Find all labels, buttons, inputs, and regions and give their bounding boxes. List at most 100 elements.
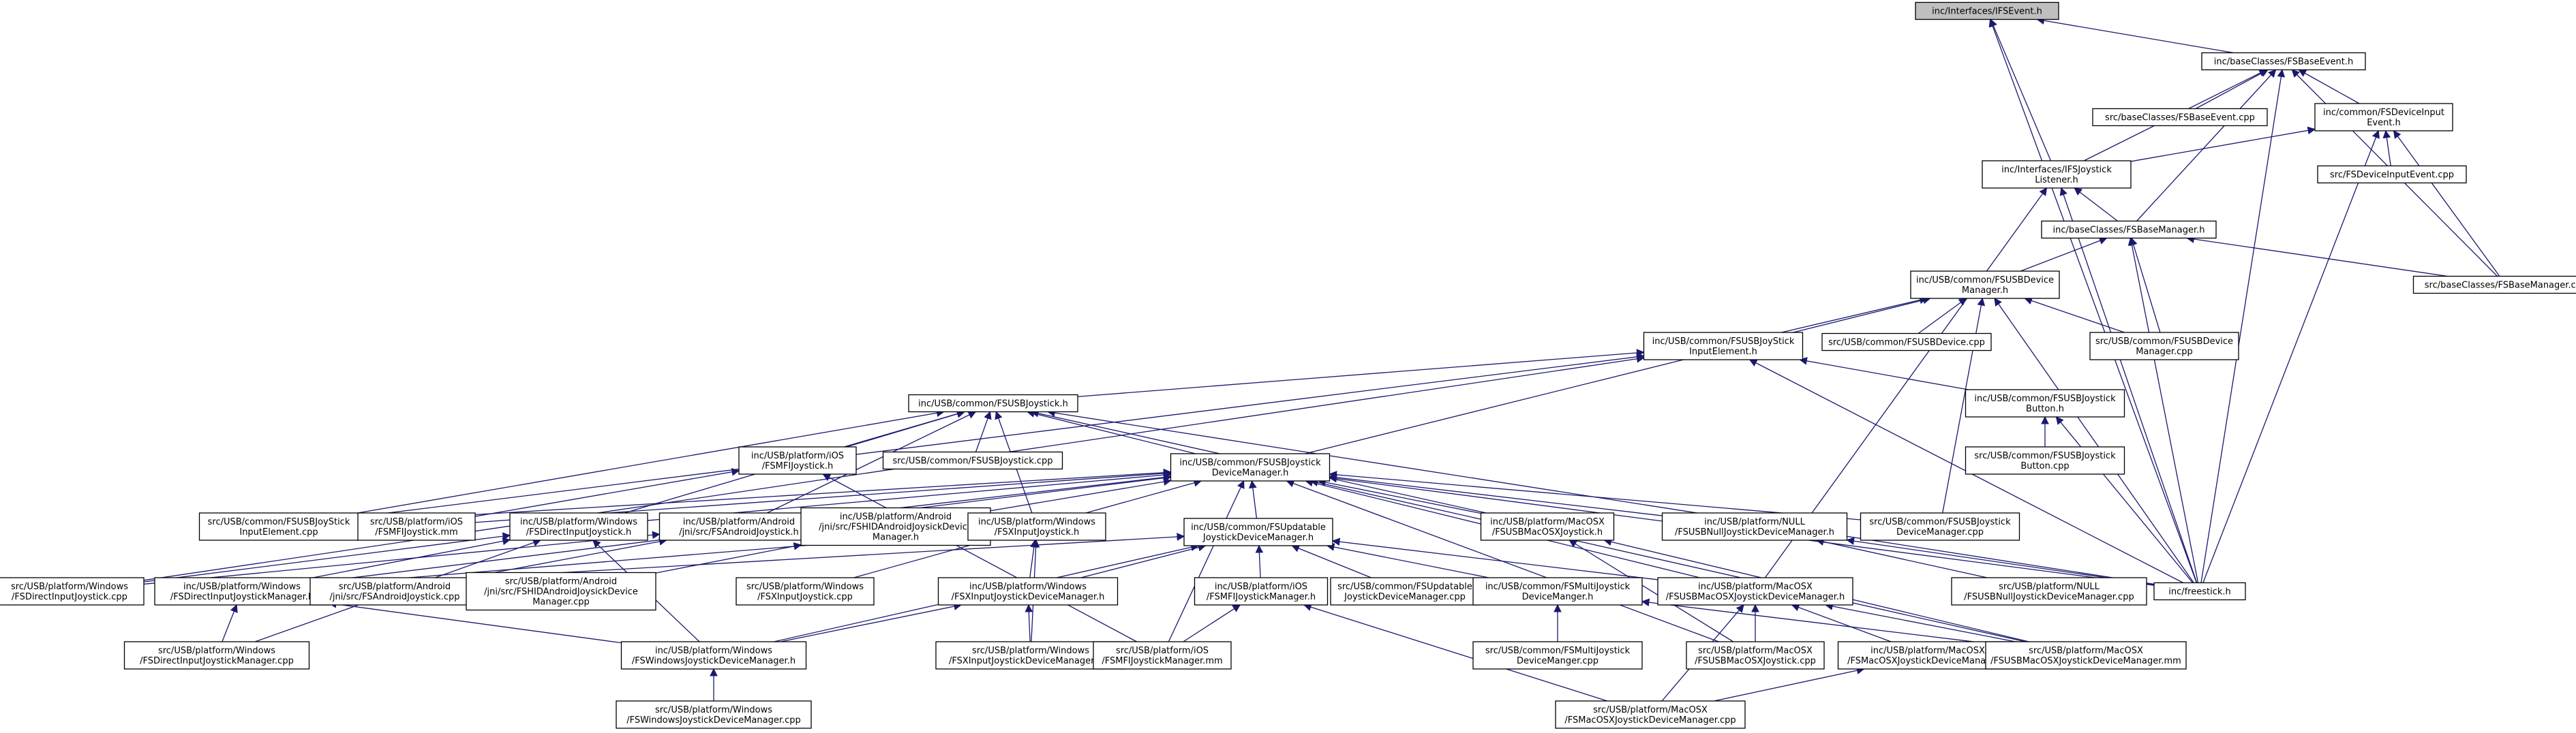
node-box [2041, 220, 2217, 239]
graph-node-n21[interactable]: inc/USB/platform/Windows/FSDirectInputJo… [509, 512, 648, 541]
graph-node-n10[interactable]: inc/USB/common/FSUSBJoyStickInputElement… [1643, 332, 1804, 360]
graph-node-n31[interactable]: src/USB/platform/Android/jni/src/FSAndro… [309, 577, 480, 606]
node-label-line: inc/USB/common/FSMultiJoystick [1485, 582, 1631, 592]
edge-n7-n40 [2127, 237, 2199, 583]
graph-node-n49[interactable]: src/USB/platform/Windows/FSWindowsJoysti… [616, 700, 812, 729]
graph-node-n24[interactable]: inc/USB/platform/Windows/FSXInputJoystic… [967, 512, 1106, 541]
graph-node-n6[interactable]: src/FSDeviceInputEvent.cpp [2317, 165, 2467, 184]
node-label-line: src/USB/platform/Windows [655, 705, 772, 715]
graph-node-n33[interactable]: src/USB/platform/Windows/FSXInputJoystic… [736, 577, 875, 606]
node-label-line: inc/USB/common/FSUSBJoystick [1974, 394, 2116, 404]
graph-node-n13[interactable]: inc/USB/common/FSUSBJoystick.h [908, 394, 1078, 413]
node-label-line: src/USB/common/FSUSBJoyStick [208, 517, 350, 527]
graph-node-n25[interactable]: inc/USB/common/FSUpdatableJoystickDevice… [1183, 518, 1333, 546]
graph-node-n46[interactable]: src/USB/platform/MacOSX/FSUSBMacOSXJoyst… [1686, 641, 1825, 670]
graph-node-n16[interactable]: src/USB/common/FSUSBJoystick.cpp [882, 451, 1063, 470]
edge-n25-n35 [1255, 544, 1264, 578]
graph-node-n17[interactable]: inc/USB/common/FSUSBJoystickDeviceManage… [1170, 453, 1331, 482]
edge-n21-n29 [143, 532, 511, 582]
node-box [1982, 160, 2132, 189]
graph-node-n45[interactable]: src/USB/common/FSMultiJoystickDeviceMang… [1472, 641, 1643, 670]
graph-node-n37[interactable]: inc/USB/common/FSMultiJoystickDeviceMang… [1472, 577, 1643, 606]
edge-n2-n7 [2136, 69, 2277, 221]
graph-node-n22[interactable]: inc/USB/platform/Android/jni/src/FSAndro… [658, 512, 819, 541]
edge-n13-n17 [1026, 409, 1196, 454]
graph-node-n4[interactable]: inc/common/FSDeviceInputEvent.h [2314, 103, 2453, 131]
node-label-line: src/USB/platform/Windows [746, 582, 864, 592]
node-box [937, 577, 1119, 606]
graph-node-n39[interactable]: src/USB/platform/NULL/FSUSBNullJoystickD… [1951, 577, 2147, 606]
node-box [0, 577, 145, 606]
edge-n10-n13 [1077, 349, 1645, 397]
graph-node-n44[interactable]: src/USB/platform/iOS/FSMFIJoystickManage… [1093, 641, 1232, 670]
graph-node-n27[interactable]: inc/USB/platform/NULL/FSUSBNullJoystickD… [1661, 512, 1848, 541]
graph-node-n35[interactable]: inc/USB/platform/iOS/FSMFIJoystickManage… [1194, 577, 1329, 606]
edge-n25-n38 [1331, 537, 1658, 580]
edge-n15-n44 [822, 473, 1137, 642]
graph-node-n15[interactable]: inc/USB/platform/iOS/FSMFIJoystick.h [738, 446, 857, 475]
graph-node-n8[interactable]: src/baseClasses/FSBaseManager.cpp [2412, 275, 2576, 294]
edge-n30-n41 [222, 604, 238, 642]
node-label-line: inc/USB/platform/MacOSX [1698, 582, 1813, 592]
graph-node-n7[interactable]: inc/baseClasses/FSBaseManager.h [2041, 220, 2217, 239]
graph-node-n34[interactable]: inc/USB/platform/Windows/FSXInputJoystic… [937, 577, 1119, 606]
edge-n10-n19 [358, 353, 1645, 518]
graph-node-n26[interactable]: inc/USB/platform/MacOSX/FSUSBMacOSXJoyst… [1480, 512, 1615, 541]
node-label-line: src/baseClasses/FSBaseEvent.cpp [2105, 113, 2255, 123]
node-label-line: Button.h [2026, 404, 2064, 414]
node-label-line: inc/USB/platform/iOS [1215, 582, 1307, 592]
edge-n25-n34 [1080, 543, 1207, 578]
node-box [882, 451, 1063, 470]
node-box [1657, 577, 1853, 606]
node-label-line: src/USB/platform/Windows [158, 646, 275, 656]
node-box [1194, 577, 1329, 606]
edge-n13-n40 [1047, 409, 2155, 585]
edge-n9-n10 [1781, 296, 1928, 333]
edge-n2-n3 [2195, 69, 2269, 110]
edge-n17-n19 [358, 468, 1172, 523]
node-label-line: DeviceManger.cpp [1517, 656, 1598, 666]
edge-n25-n36 [1291, 544, 1372, 578]
graph-node-n42[interactable]: inc/USB/platform/Windows/FSWindowsJoysti… [620, 641, 807, 670]
node-label-line: DeviceManger.h [1522, 592, 1594, 602]
node-label-line: /jni/src/FSHIDAndroidJoysickDevice [819, 523, 973, 533]
graph-node-n19[interactable]: src/USB/common/FSUSBJoyStickInputElement… [198, 512, 359, 541]
graph-node-n50[interactable]: src/USB/platform/MacOSX/FSMacOSXJoystick… [1555, 700, 1746, 729]
node-label-line: inc/baseClasses/FSBaseManager.h [2052, 225, 2204, 236]
graph-node-n2[interactable]: inc/baseClasses/FSBaseEvent.h [2201, 52, 2366, 71]
graph-node-n23[interactable]: inc/USB/platform/Android/jni/src/FSHIDAn… [800, 507, 991, 546]
graph-node-n32[interactable]: src/USB/platform/Android/jni/src/FSHIDAn… [466, 572, 656, 611]
graph-node-n1[interactable]: inc/Interfaces/IFSEvent.h [1915, 1, 2059, 20]
node-box [1661, 512, 1848, 541]
graph-node-n48[interactable]: src/USB/platform/MacOSX/FSUSBMacOSXJoyst… [1985, 641, 2187, 670]
graph-node-n29[interactable]: src/USB/platform/Windows/FSDirectInputJo… [0, 577, 145, 606]
graph-node-n20[interactable]: src/USB/platform/iOS/FSMFIJoystick.mm [357, 512, 476, 541]
graph-node-n36[interactable]: src/USB/common/FSUpdatableJoystickDevice… [1330, 577, 1480, 606]
graph-node-n38[interactable]: inc/USB/platform/MacOSX/FSUSBMacOSXJoyst… [1657, 577, 1853, 606]
graph-node-n40[interactable]: inc/freestick.h [2153, 582, 2246, 601]
node-label-line: /FSDirectInputJoystickManager.h [170, 592, 314, 602]
edge-n13-n16 [975, 411, 992, 452]
edge-n4-n40 [2202, 129, 2380, 583]
graph-node-n47[interactable]: inc/USB/platform/MacOSX/FSMacOSXJoystick… [1837, 641, 2018, 670]
node-label-line: /FSMFIJoystick.h [762, 461, 833, 471]
node-label-line: inc/USB/platform/Android [840, 512, 952, 523]
graph-node-n3[interactable]: src/baseClasses/FSBaseEvent.cpp [2092, 108, 2268, 127]
graph-node-n11[interactable]: src/USB/common/FSUSBDevice.cpp [1821, 332, 1992, 352]
node-box [616, 700, 812, 729]
node-label-line: JoystickDeviceManager.h [1202, 533, 1314, 543]
edge-n23-n32 [655, 542, 802, 574]
edge-n17-n48 [1309, 478, 2026, 642]
edge-n17-n26 [1318, 478, 1481, 514]
graph-node-n30[interactable]: inc/USB/platform/Windows/FSDirectInputJo… [154, 577, 330, 606]
node-label-line: /FSUSBNullJoystickDeviceManager.h [1675, 527, 1834, 537]
graph-node-n41[interactable]: src/USB/platform/Windows/FSDirectInputJo… [123, 641, 310, 670]
graph-node-n28[interactable]: src/USB/common/FSUSBJoystickDeviceManage… [1860, 512, 2020, 541]
node-label-line: src/USB/platform/iOS [370, 517, 463, 527]
node-box [2317, 165, 2467, 184]
